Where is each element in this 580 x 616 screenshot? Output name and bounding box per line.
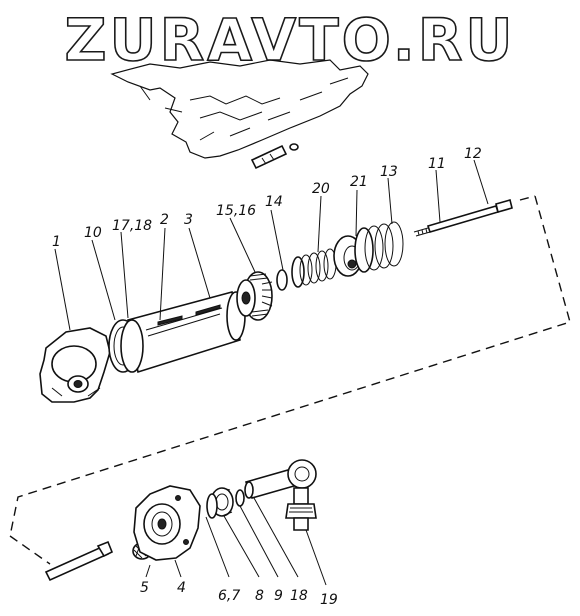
label-20: 20 (312, 181, 330, 197)
label-4: 4 (177, 580, 186, 596)
watermark-text: ZURAVTO.RU (64, 6, 515, 74)
label-5: 5 (140, 580, 149, 596)
label-18: 18 (290, 588, 308, 604)
label-21: 21 (350, 174, 368, 190)
part-18-tube (244, 469, 296, 499)
label-15-16: 15,16 (216, 203, 256, 219)
part-15-16-piston (236, 271, 273, 321)
leader-lines (54, 159, 489, 586)
assembly-boundary-dashed (9, 195, 571, 565)
part-20-spring (291, 248, 337, 288)
part-19-banjo-fitting (285, 459, 317, 531)
part-6-7-seal (206, 493, 218, 519)
part-labels: 1 10 17,18 2 3 15,16 14 20 21 13 11 12 5… (52, 146, 482, 608)
part-11-12-push-rod (413, 199, 513, 237)
label-2: 2 (160, 212, 169, 228)
label-1: 1 (52, 234, 61, 250)
part-9-washer (235, 489, 245, 507)
label-11: 11 (428, 156, 446, 172)
label-3: 3 (184, 212, 193, 228)
label-9: 9 (274, 588, 283, 604)
engine-outline-illustration (110, 59, 369, 170)
label-13: 13 (380, 164, 398, 180)
part-14-washer (276, 269, 288, 291)
label-19: 19 (320, 592, 338, 608)
label-6-7: 6,7 (218, 588, 240, 604)
label-8: 8 (255, 588, 264, 604)
part-13-spring (354, 221, 404, 273)
part-2-3-cylinder (120, 290, 246, 374)
label-10: 10 (84, 225, 102, 241)
part-4-flange (133, 485, 201, 561)
label-14: 14 (265, 194, 283, 210)
part-1-end-bracket (39, 327, 111, 403)
lower-rod (44, 540, 114, 582)
label-17-18: 17,18 (112, 218, 152, 234)
label-12: 12 (464, 146, 482, 162)
